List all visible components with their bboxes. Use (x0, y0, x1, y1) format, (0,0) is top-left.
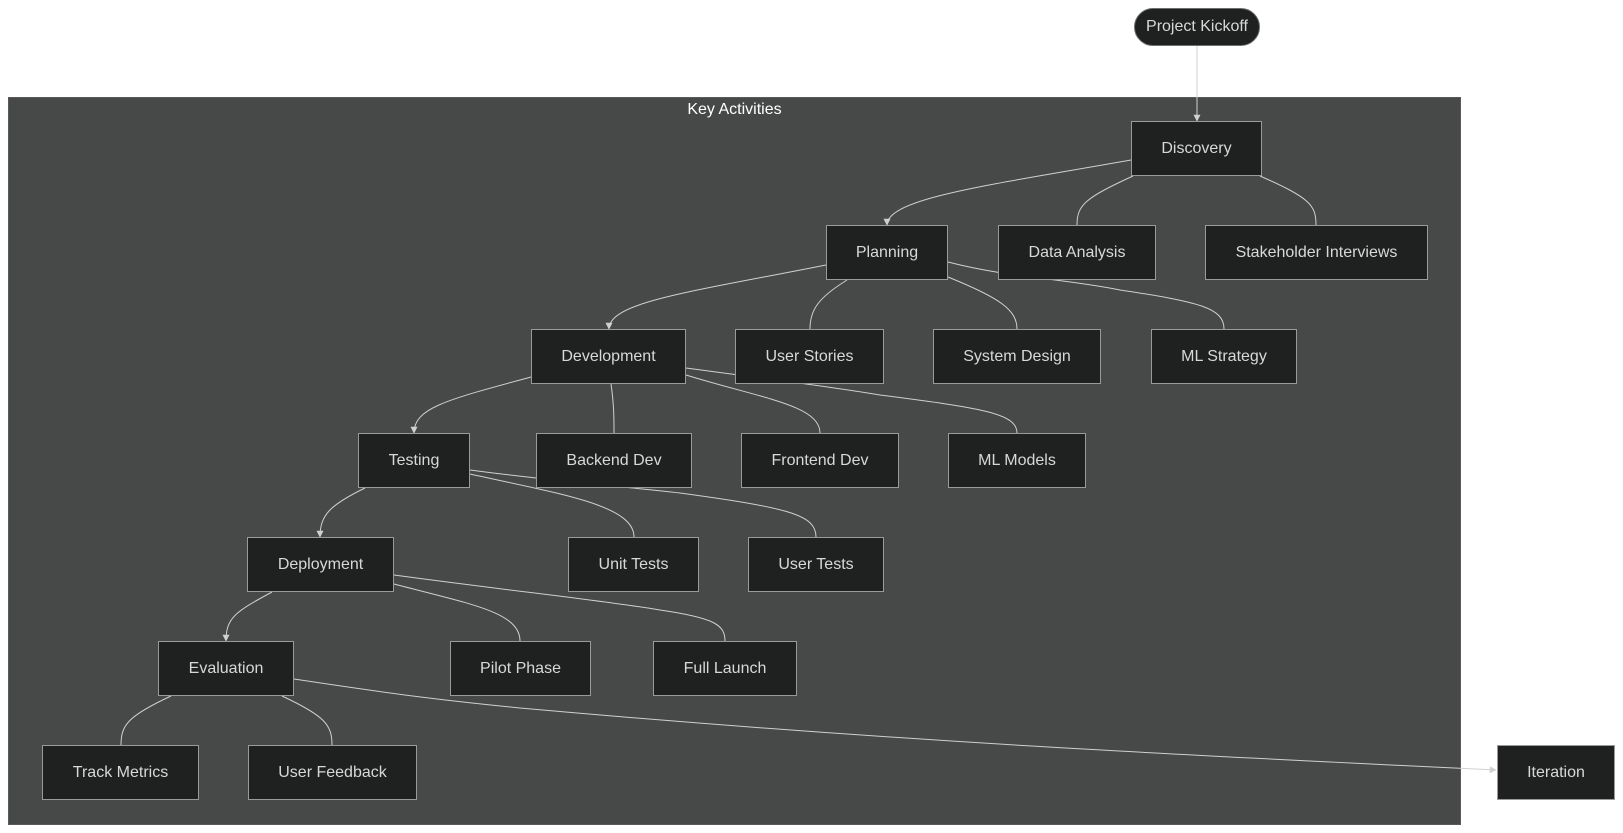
edge-development-testing (410, 376, 532, 434)
node-stakeholder-interviews[interactable]: Stakeholder Interviews (1205, 225, 1428, 280)
edge-discovery-planning (883, 159, 1132, 226)
edge-deployment-pilot (393, 583, 521, 642)
edge-planning-system-design (947, 276, 1018, 330)
node-track-metrics[interactable]: Track Metrics (42, 745, 199, 800)
node-frontend-dev[interactable]: Frontend Dev (741, 433, 899, 488)
node-unit-tests[interactable]: Unit Tests (568, 537, 699, 592)
node-user-stories[interactable]: User Stories (735, 329, 884, 384)
edge-testing-unit-tests (469, 473, 635, 538)
cluster-title: Key Activities (687, 101, 782, 118)
node-iteration[interactable]: Iteration (1497, 745, 1615, 800)
node-discovery[interactable]: Discovery (1131, 121, 1262, 176)
node-data-analysis[interactable]: Data Analysis (998, 225, 1156, 280)
edge-planning-user-stories (809, 279, 848, 330)
edge-discovery-data-analysis (1076, 175, 1134, 226)
node-ml-models[interactable]: ML Models (948, 433, 1086, 488)
node-full-launch[interactable]: Full Launch (653, 641, 797, 696)
edge-deployment-evaluation (222, 591, 273, 642)
key-activities-cluster: Key Activities (8, 97, 1461, 825)
edge-testing-deployment (316, 487, 366, 538)
node-ml-strategy[interactable]: ML Strategy (1151, 329, 1297, 384)
edge-planning-development (605, 264, 827, 330)
edge-deployment-full-launch (393, 574, 726, 642)
edge-development-frontend (685, 374, 821, 434)
edge-evaluation-user-feedback (281, 695, 333, 746)
node-planning[interactable]: Planning (826, 225, 948, 280)
node-development[interactable]: Development (531, 329, 686, 384)
node-evaluation[interactable]: Evaluation (158, 641, 294, 696)
edge-development-backend (610, 383, 615, 434)
node-deployment[interactable]: Deployment (247, 537, 394, 592)
node-backend-dev[interactable]: Backend Dev (536, 433, 692, 488)
edge-evaluation-track-metrics (120, 695, 172, 746)
node-system-design[interactable]: System Design (933, 329, 1101, 384)
node-testing[interactable]: Testing (358, 433, 470, 488)
node-pilot-phase[interactable]: Pilot Phase (450, 641, 591, 696)
node-user-feedback[interactable]: User Feedback (248, 745, 417, 800)
edge-discovery-stakeholder (1259, 175, 1317, 226)
edge-evaluation-iteration (293, 678, 1497, 774)
node-project-kickoff[interactable]: Project Kickoff (1134, 8, 1260, 46)
node-user-tests[interactable]: User Tests (748, 537, 884, 592)
